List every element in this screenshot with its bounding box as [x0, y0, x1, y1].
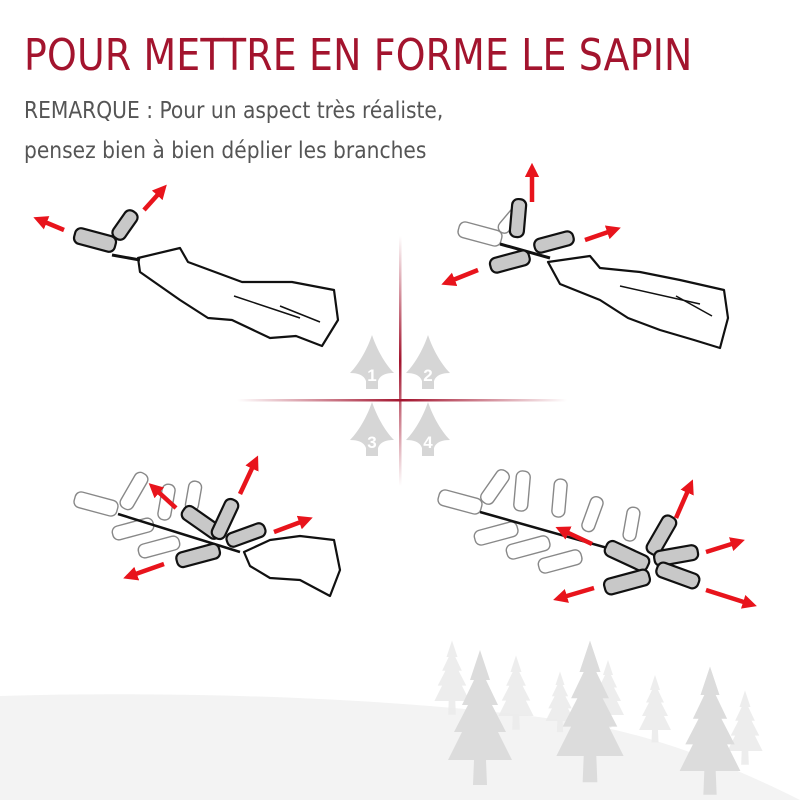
- arrow-icon: [237, 455, 259, 495]
- arrow-icon: [705, 587, 757, 609]
- arrow-icon: [673, 479, 694, 519]
- step-2-illustration: [441, 162, 730, 350]
- step-4-number: 4: [423, 433, 433, 452]
- step-4-illustration: [437, 469, 757, 609]
- arrow-icon: [142, 184, 167, 212]
- arrow-icon: [555, 526, 593, 547]
- quadrant-divider: [237, 236, 567, 486]
- arrow-icon: [705, 537, 745, 555]
- folded-branch: [136, 246, 340, 348]
- snow-landscape: [0, 640, 800, 800]
- unfold-arrows: [553, 479, 757, 609]
- step-1-illustration: [33, 184, 340, 348]
- page-title: POUR METTRE EN FORME LE SAPIN: [24, 30, 693, 81]
- unfold-arrows: [441, 162, 621, 287]
- arrow-icon: [441, 267, 479, 287]
- step-3-number: 3: [367, 433, 376, 452]
- arrow-icon: [273, 515, 313, 535]
- note-line-1: REMARQUE : Pour un aspect très réaliste,: [24, 98, 444, 124]
- note-line-2: pensez bien à bien déplier les branches: [24, 138, 427, 164]
- unfolded-tips: [72, 209, 139, 253]
- step-2-number: 2: [423, 366, 432, 385]
- step-3-illustration: [73, 455, 342, 598]
- arrow-icon: [148, 483, 178, 510]
- arrow-icon: [553, 585, 595, 603]
- arrow-icon: [123, 561, 165, 581]
- unfold-arrows: [33, 184, 167, 233]
- step-1-number: 1: [367, 366, 376, 385]
- arrow-icon: [584, 225, 621, 243]
- unfold-arrows: [123, 455, 313, 581]
- arrow-icon: [33, 216, 65, 233]
